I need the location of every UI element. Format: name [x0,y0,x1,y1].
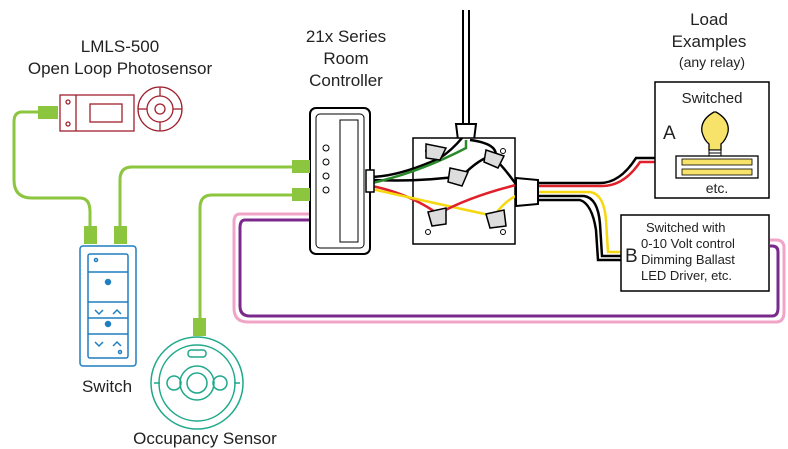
load-examples-line2: Examples [672,32,747,51]
purple-wire [238,218,780,318]
cable-clamp [515,176,539,208]
sensor-model-label: LMLS-500 [81,37,159,56]
load-b-line1: Switched with [646,220,725,235]
load-examples-line3: (any relay) [679,54,745,70]
cable-connector [292,188,310,201]
cable-connector [38,106,58,119]
load-b-line4: LED Driver, etc. [641,268,732,283]
occupancy-sensor [150,336,244,430]
sensor-desc-label: Open Loop Photosensor [28,59,213,78]
wire-nut [427,207,447,227]
supply-cable [454,10,478,141]
room-controller [309,107,375,255]
load-a-switched-label: Switched [682,90,743,107]
wire-nut [447,167,470,187]
cable-connector [84,226,97,244]
controller-label-line3: Controller [309,71,383,90]
load-b-box [620,214,770,292]
cable-connector [114,226,127,244]
wire-nut [425,143,448,161]
controller-label-line1: 21x Series [306,27,386,46]
wall-switch [79,245,137,367]
dimming-loop-wires [232,212,786,324]
cable-connector [292,160,310,173]
junction-box-screw [500,229,506,235]
fluorescent-tube-icon [675,155,759,179]
wire-nut [483,149,506,169]
load-b-line3: Dimming Ballast [641,252,735,267]
load-examples-line1: Load [690,10,728,29]
load-b-line2: 0-10 Volt control [641,236,735,251]
lmbus-cables [12,110,294,320]
switch-label: Switch [82,377,132,396]
junction-box-screw [425,229,431,235]
cable-connector [193,318,206,336]
photosensor [59,86,183,132]
occupancy-sensor-label: Occupancy Sensor [133,429,277,448]
controller-label-line2: Room [323,49,368,68]
load-b-letter: B [625,246,638,267]
load-a-letter: A [663,123,676,144]
wire-nut [485,209,507,229]
load-a-box [654,81,770,199]
load-a-etc-label: etc. [706,180,729,196]
pink-wire [232,212,786,324]
junction-box-screw [500,148,506,154]
